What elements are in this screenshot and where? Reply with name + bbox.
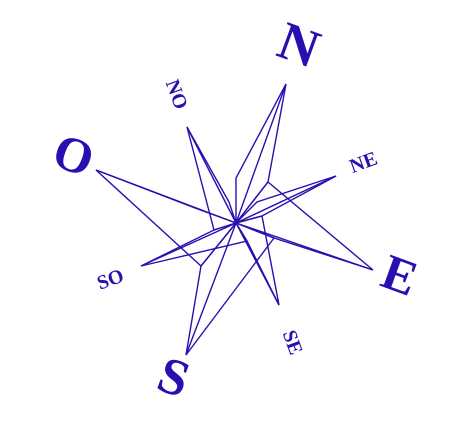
label-northeast: NE [347, 148, 381, 178]
compass-star [96, 84, 373, 355]
star-point-west [96, 170, 236, 266]
label-west: O [46, 122, 102, 188]
star-point-south [186, 223, 274, 355]
label-northwest: NO [161, 77, 192, 113]
label-southwest: SO [94, 265, 127, 295]
star-point-north-ridge [236, 84, 286, 223]
label-east: E [375, 243, 426, 307]
label-southeast: SE [278, 327, 307, 358]
star-point-northwest-ridge [187, 127, 236, 223]
label-north: N [270, 10, 327, 80]
label-south: S [150, 346, 197, 409]
star-point-east [236, 182, 373, 270]
